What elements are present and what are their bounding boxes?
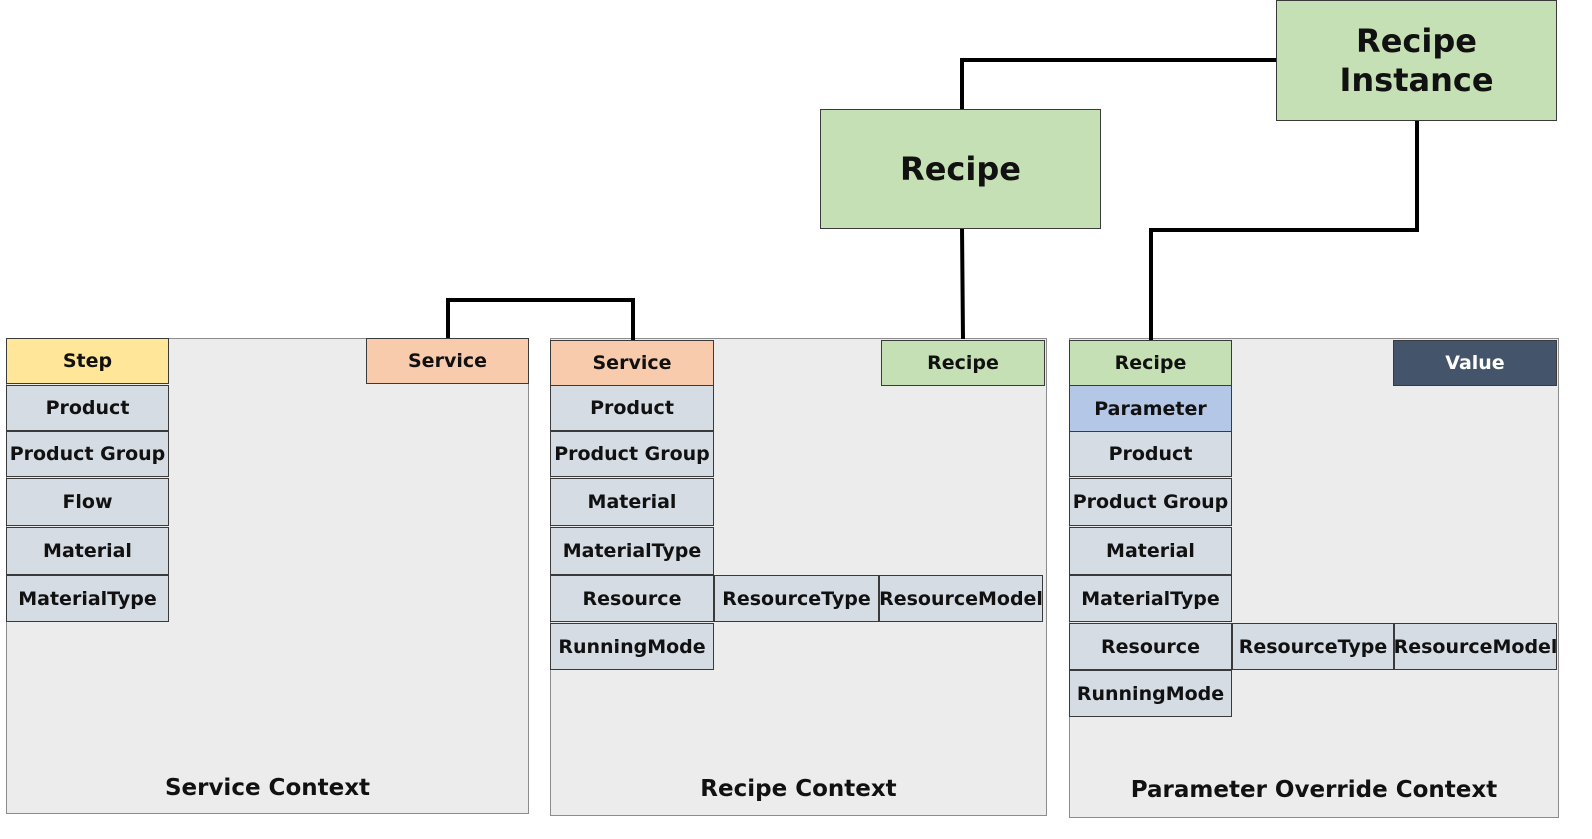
recipe-item-resource: Resource — [550, 575, 714, 622]
override-item-product: Product — [1069, 431, 1232, 477]
parameter-override-context-label: Parameter Override Context — [1130, 777, 1498, 803]
override-parameter: Parameter — [1069, 385, 1232, 432]
service-item-flow: Flow — [6, 478, 169, 526]
recipe-instance-label: Recipe Instance — [1339, 21, 1494, 99]
recipe-context-recipe-tag: Recipe — [881, 340, 1045, 386]
service-item-material: Material — [6, 527, 169, 575]
service-to-service-connector — [446, 298, 635, 340]
recipe-context-label: Recipe Context — [700, 776, 897, 802]
recipe-context-service-header: Service — [550, 340, 714, 386]
recipe-item-resourcemodel: ResourceModel — [879, 575, 1043, 622]
recipe-instance-to-override-recipe-connector — [1149, 121, 1419, 340]
recipe-label: Recipe — [900, 149, 1021, 188]
recipe-item-product: Product — [550, 385, 714, 431]
override-item-material: Material — [1069, 527, 1232, 575]
recipe-item-resourcetype: ResourceType — [714, 575, 879, 622]
recipe-item-materialtype: MaterialType — [550, 527, 714, 575]
override-item-runningmode: RunningMode — [1069, 670, 1232, 717]
step-header: Step — [6, 338, 169, 384]
service-item-product: Product — [6, 385, 169, 431]
recipe-box: Recipe — [820, 109, 1101, 229]
service-tag: Service — [366, 338, 529, 384]
override-item-resourcetype: ResourceType — [1232, 623, 1394, 670]
override-item-resourcemodel: ResourceModel — [1394, 623, 1557, 670]
recipe-instance-to-recipe-connector — [960, 58, 1277, 109]
override-item-product-group: Product Group — [1069, 478, 1232, 526]
recipe-to-recipe-context-connector — [960, 227, 965, 340]
recipe-item-runningmode: RunningMode — [550, 623, 714, 670]
recipe-instance-box: Recipe Instance — [1276, 0, 1557, 121]
service-item-materialtype: MaterialType — [6, 575, 169, 622]
service-item-product-group: Product Group — [6, 431, 169, 477]
service-context-label: Service Context — [164, 775, 371, 801]
override-recipe-header: Recipe — [1069, 340, 1232, 386]
override-item-resource: Resource — [1069, 623, 1232, 670]
override-item-materialtype: MaterialType — [1069, 575, 1232, 622]
recipe-item-product-group: Product Group — [550, 431, 714, 477]
recipe-item-material: Material — [550, 478, 714, 526]
value-tag: Value — [1393, 340, 1557, 386]
